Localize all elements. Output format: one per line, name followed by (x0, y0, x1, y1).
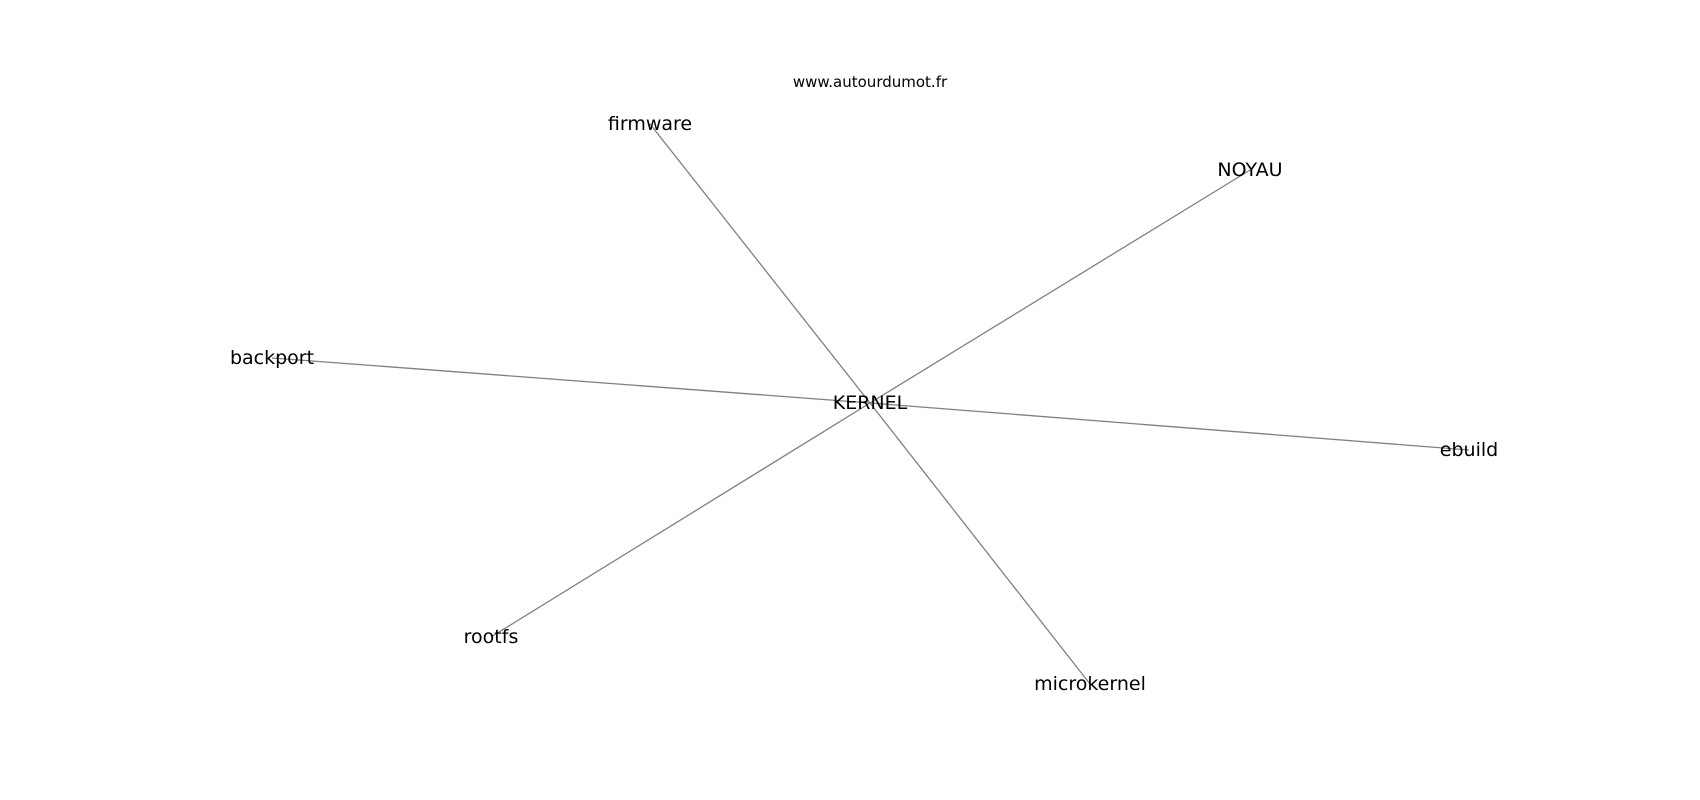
node-label-firmware[interactable]: firmware (608, 113, 692, 135)
node-label-ebuild[interactable]: ebuild (1440, 439, 1498, 461)
edge-kernel-firmware (649, 123, 871, 404)
graph-title: www.autourdumot.fr (793, 73, 948, 91)
node-label-kernel[interactable]: KERNEL (833, 392, 908, 414)
edge-kernel-ebuild (869, 402, 1470, 451)
edge-kernel-rootfs (490, 402, 871, 638)
node-label-backport[interactable]: backport (230, 347, 314, 369)
node-label-microkernel[interactable]: microkernel (1034, 673, 1146, 695)
node-label-noyau[interactable]: NOYAU (1217, 159, 1282, 181)
edge-kernel-noyau (869, 169, 1251, 404)
edge-kernel-backport (271, 357, 871, 404)
node-label-rootfs[interactable]: rootfs (464, 626, 519, 648)
edge-kernel-microkernel (869, 402, 1091, 685)
